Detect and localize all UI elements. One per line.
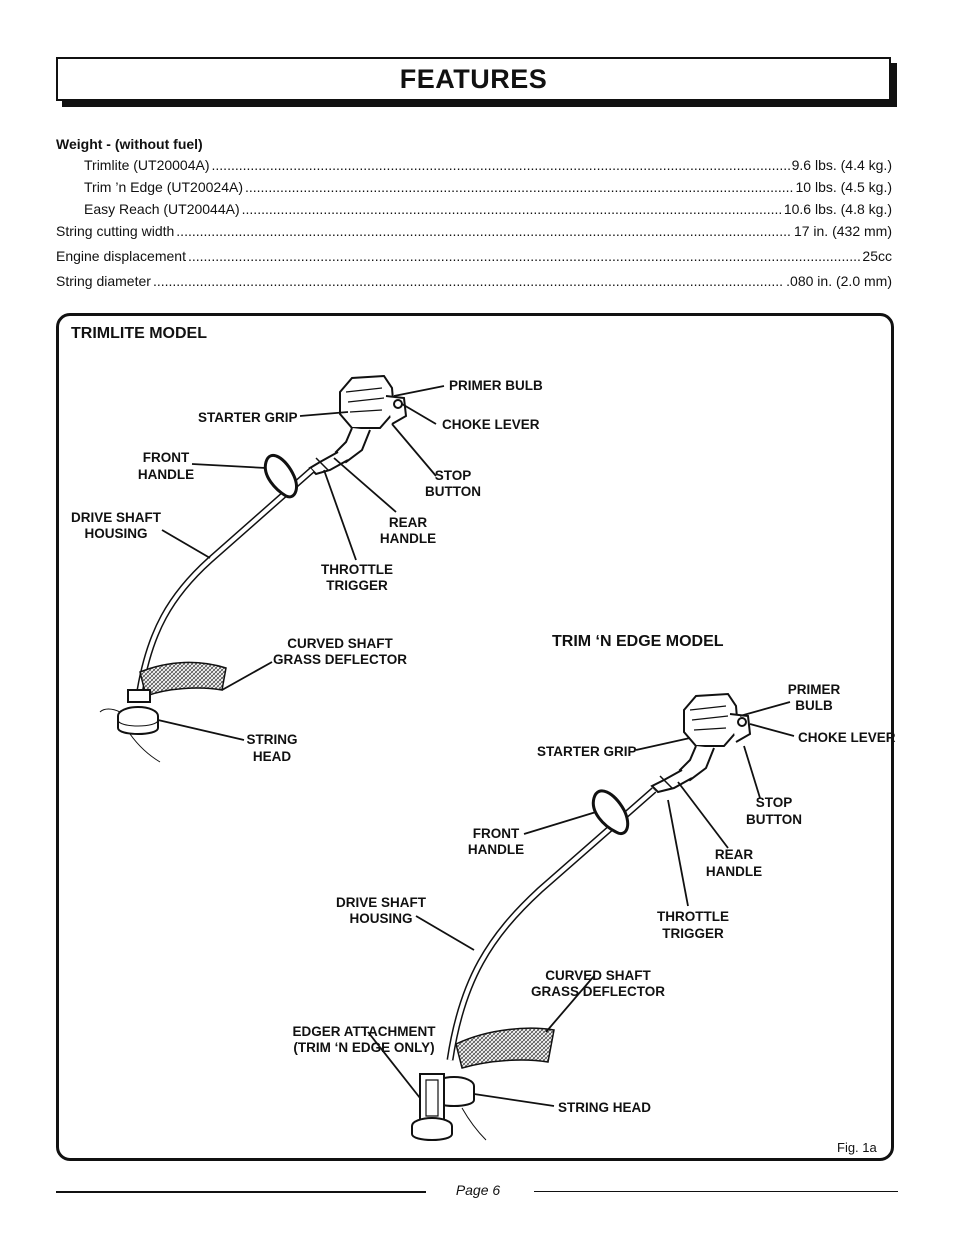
footer-rule-left <box>56 1191 426 1193</box>
tl-stop-button-label-2: BUTTON <box>425 484 481 499</box>
te-front-handle-label-2: HANDLE <box>468 842 524 857</box>
te-drive-shaft-label-2: HOUSING <box>349 911 412 926</box>
te-deflector-label-2: GRASS DEFLECTOR <box>531 984 665 999</box>
spec-value: 25cc <box>862 248 892 264</box>
fig-label: Fig. 1a <box>837 1140 878 1155</box>
spec-label: Trimlite (UT20004A) <box>84 157 210 173</box>
tl-rear-handle-label-1: REAR <box>389 515 428 530</box>
tl-starter-grip-label: STARTER GRIP <box>198 410 298 425</box>
te-front-handle-label-1: FRONT <box>473 826 520 841</box>
trimlite-engine <box>334 374 408 464</box>
spec-value: .080 in. (2.0 mm) <box>786 273 892 289</box>
tl-primer-bulb-label: PRIMER BULB <box>449 378 543 393</box>
trimlite-front-handle <box>263 454 298 499</box>
weight-heading: Weight - (without fuel) <box>56 136 203 152</box>
te-edger-label-2: (TRIM ‘N EDGE ONLY) <box>293 1040 434 1055</box>
spec-label: Trim ’n Edge (UT20024A) <box>84 179 243 195</box>
page-title-box: FEATURES <box>56 57 891 101</box>
tl-string-head-label-2: HEAD <box>253 749 292 764</box>
tl-choke-lever-label: CHOKE LEVER <box>442 417 540 432</box>
te-edger-label-1: EDGER ATTACHMENT <box>293 1024 437 1039</box>
spec-value: 10 lbs. (4.5 kg.) <box>795 179 893 195</box>
tl-string-head-label-1: STRING <box>246 732 297 747</box>
footer-rule-right <box>534 1191 898 1192</box>
spec-row: Trimlite (UT20004A) 9.6 lbs. (4.4 kg.) <box>56 154 892 176</box>
spec-value: 9.6 lbs. (4.4 kg.) <box>791 157 892 173</box>
spec-row: Engine displacement 25cc <box>56 245 892 267</box>
te-deflector-label-1: CURVED SHAFT <box>545 968 651 983</box>
te-throttle-label-2: TRIGGER <box>662 926 724 941</box>
trimlite-rear-handle <box>308 451 349 476</box>
tl-deflector-label-2: GRASS DEFLECTOR <box>273 652 407 667</box>
tl-front-handle-label-1: FRONT <box>143 450 190 465</box>
tl-drive-shaft-label-2: HOUSING <box>84 526 147 541</box>
spec-row: Easy Reach (UT20044A) 10.6 lbs. (4.8 kg.… <box>56 198 892 220</box>
page-number: Page 6 <box>455 1182 501 1198</box>
tl-front-handle-label-2: HANDLE <box>138 467 194 482</box>
te-choke-lever-label: CHOKE LEVER <box>798 730 896 745</box>
trimlite-grass-deflector <box>139 661 227 697</box>
trimedge-engine <box>678 692 752 782</box>
te-stop-button-label-2: BUTTON <box>746 812 802 827</box>
te-starter-grip-label: STARTER GRIP <box>537 744 637 759</box>
trimedge-edger-attachment <box>411 1073 453 1141</box>
trimlite-string-head <box>99 689 161 763</box>
tl-drive-shaft-label-1: DRIVE SHAFT <box>71 510 162 525</box>
spec-label: String cutting width <box>56 223 175 239</box>
tl-throttle-label-1: THROTTLE <box>321 562 393 577</box>
te-primer-bulb-label-2: BULB <box>795 698 833 713</box>
tl-deflector-label-1: CURVED SHAFT <box>287 636 393 651</box>
te-rear-handle-label-2: HANDLE <box>706 864 762 879</box>
trimlite-leaders <box>157 385 445 741</box>
spec-label: String diameter <box>56 273 151 289</box>
trimedge-title: TRIM ‘N EDGE MODEL <box>552 633 724 650</box>
te-drive-shaft-label-1: DRIVE SHAFT <box>336 895 427 910</box>
te-rear-handle-label-1: REAR <box>715 847 754 862</box>
spec-row: String diameter .080 in. (2.0 mm) <box>56 270 892 292</box>
specifications: Weight - (without fuel) Trimlite (UT2000… <box>56 136 892 292</box>
trimedge-leaders <box>367 701 795 1107</box>
te-stop-button-label-1: STOP <box>756 795 793 810</box>
spec-value: 17 in. (432 mm) <box>793 223 892 239</box>
trimedge-front-handle <box>591 789 630 835</box>
spec-row: Trim ’n Edge (UT20024A) 10 lbs. (4.5 kg.… <box>56 176 892 198</box>
te-primer-bulb-label-1: PRIMER <box>788 682 841 697</box>
spec-row: String cutting width 17 in. (432 mm) <box>56 220 892 242</box>
spec-value: 10.6 lbs. (4.8 kg.) <box>783 201 892 217</box>
trimlite-title: TRIMLITE MODEL <box>71 325 207 342</box>
spec-label: Engine displacement <box>56 248 186 264</box>
te-throttle-label-1: THROTTLE <box>657 909 729 924</box>
spec-label: Easy Reach (UT20044A) <box>84 201 240 217</box>
page-title: FEATURES <box>399 63 548 94</box>
tl-stop-button-label-1: STOP <box>435 468 472 483</box>
trimedge-grass-deflector <box>455 1027 555 1069</box>
tl-rear-handle-label-2: HANDLE <box>380 531 436 546</box>
te-string-head-label: STRING HEAD <box>558 1100 651 1115</box>
diagram-panel <box>56 313 894 1161</box>
trimedge-illustration <box>411 692 752 1141</box>
tl-throttle-label-2: TRIGGER <box>326 578 388 593</box>
trimlite-illustration <box>99 374 408 763</box>
trimedge-rear-handle <box>650 769 693 794</box>
